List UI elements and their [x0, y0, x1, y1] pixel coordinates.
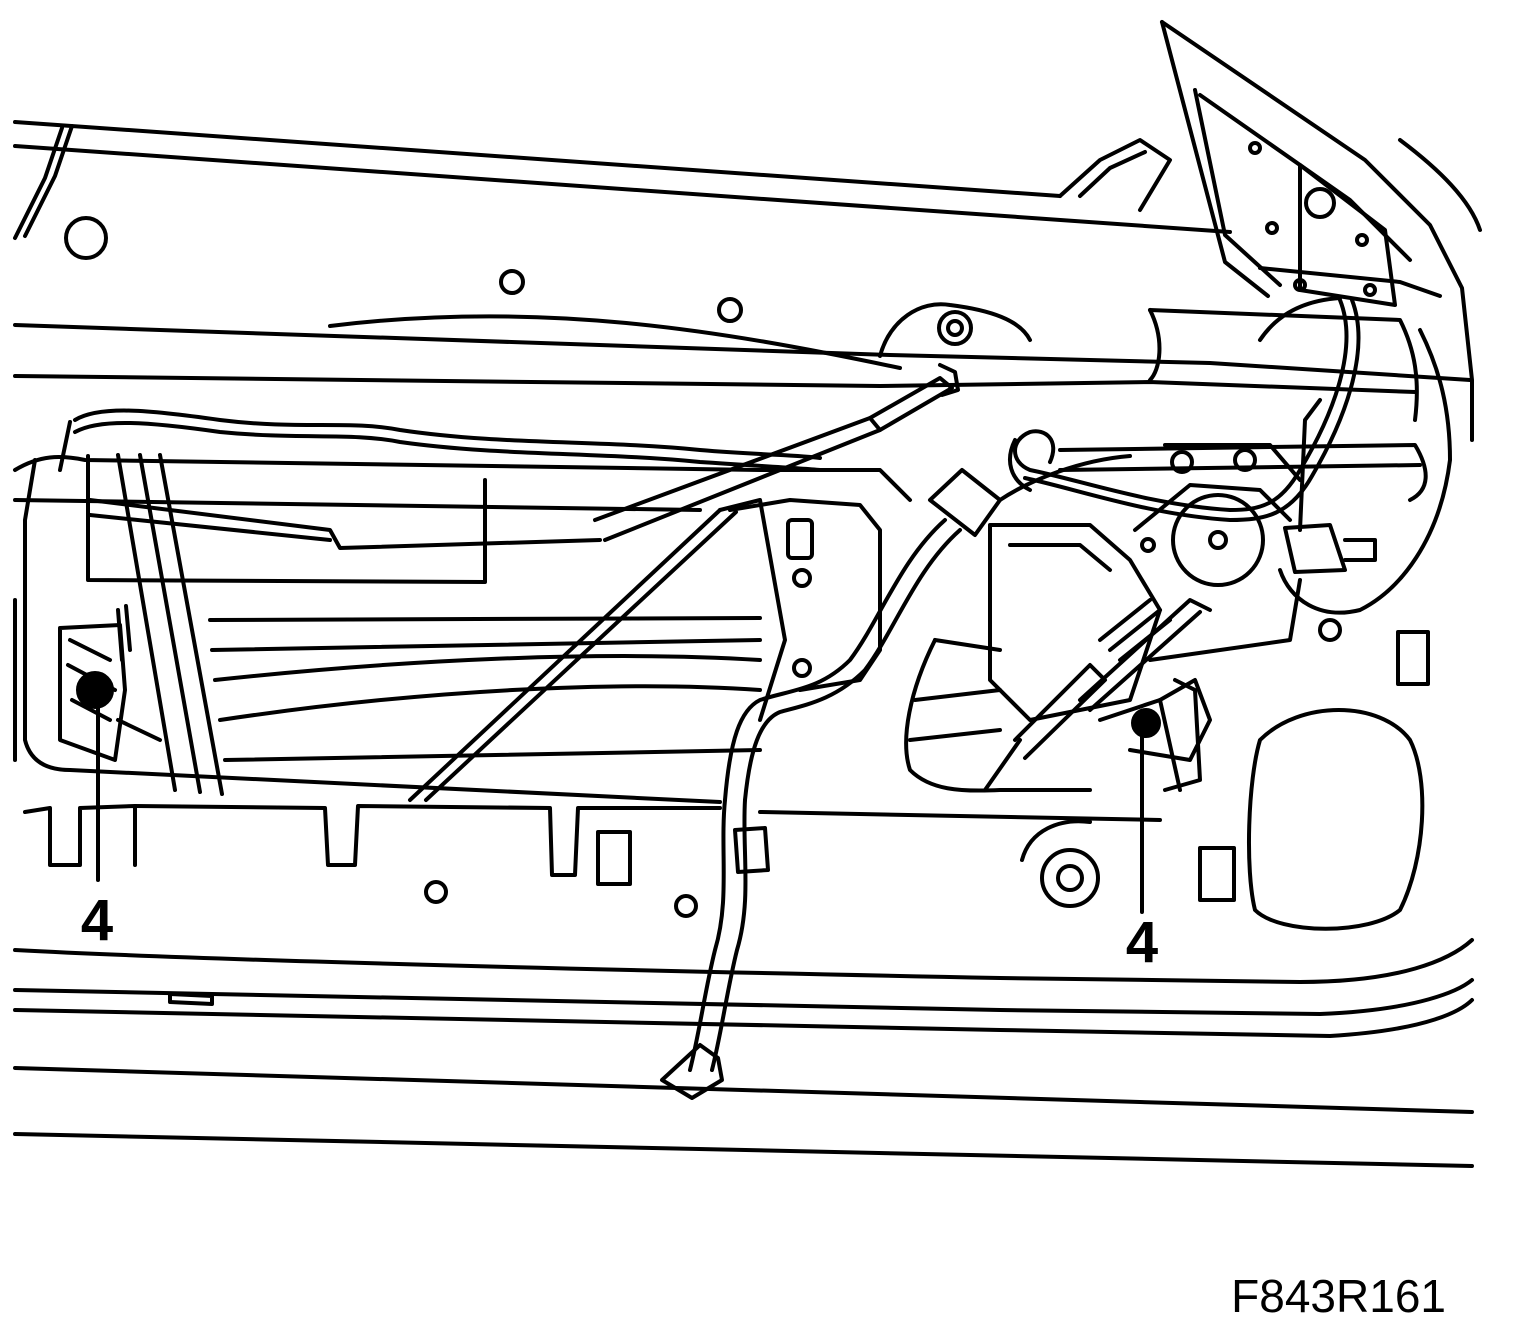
upper-cable — [58, 408, 822, 472]
mirror-sail-corner — [1058, 20, 1482, 442]
screw-right — [1131, 708, 1161, 738]
lock-motor-assembly — [988, 308, 1452, 762]
lower-panel — [13, 804, 1474, 1168]
access-holes — [64, 216, 1342, 918]
door-upper-frame — [13, 120, 1472, 394]
callout-label-left: 4 — [81, 888, 113, 953]
door-handle-rod — [88, 302, 1032, 550]
mounting-screws — [76, 671, 1161, 914]
right-cavity — [904, 578, 1430, 931]
regulator-guide-rail — [408, 498, 882, 802]
wiring-harness — [660, 454, 1132, 1100]
callout-label-right: 4 — [1126, 910, 1158, 975]
screw-left — [76, 671, 114, 709]
figure-reference: F843R161 — [1231, 1270, 1446, 1322]
lock-cable-loop — [983, 296, 1361, 792]
